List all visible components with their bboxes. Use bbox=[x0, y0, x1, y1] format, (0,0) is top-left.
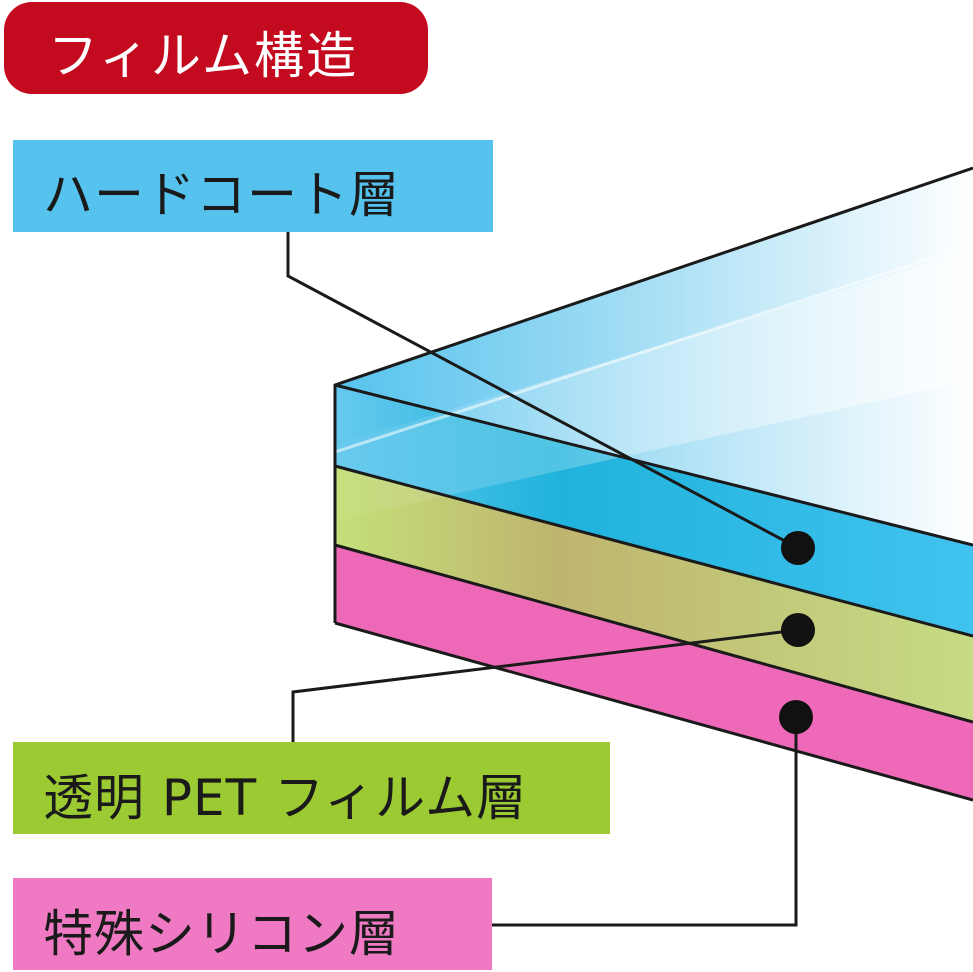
silicone-label: 特殊シリコン層 bbox=[43, 905, 400, 963]
hard-coat-marker bbox=[781, 531, 815, 565]
page-title: フィルム構造 bbox=[48, 27, 358, 85]
pet-film-label-box: 透明 PET フィルム層 bbox=[13, 742, 610, 834]
title-badge: フィルム構造 bbox=[4, 2, 428, 94]
silicone-label-box: 特殊シリコン層 bbox=[13, 878, 492, 970]
gloss-reflection bbox=[335, 250, 973, 520]
pet-leader-line bbox=[291, 628, 799, 742]
hard-coat-leader-line bbox=[286, 232, 799, 550]
pet-marker bbox=[781, 613, 815, 647]
pet-silicone-boundary bbox=[334, 543, 973, 724]
hardcoat-pet-boundary bbox=[334, 464, 973, 638]
silicone-leader-line bbox=[492, 717, 798, 927]
pet-film-layer bbox=[335, 466, 973, 722]
silicone-layer bbox=[335, 545, 973, 800]
bottom-edge bbox=[334, 621, 973, 802]
silicone-marker bbox=[779, 700, 813, 734]
hard-coat-label: ハードコート層 bbox=[43, 166, 400, 224]
hard-coat-label-box: ハードコート層 bbox=[13, 140, 493, 232]
reflection-line bbox=[334, 243, 973, 454]
pet-film-label: 透明 PET フィルム層 bbox=[43, 769, 528, 827]
